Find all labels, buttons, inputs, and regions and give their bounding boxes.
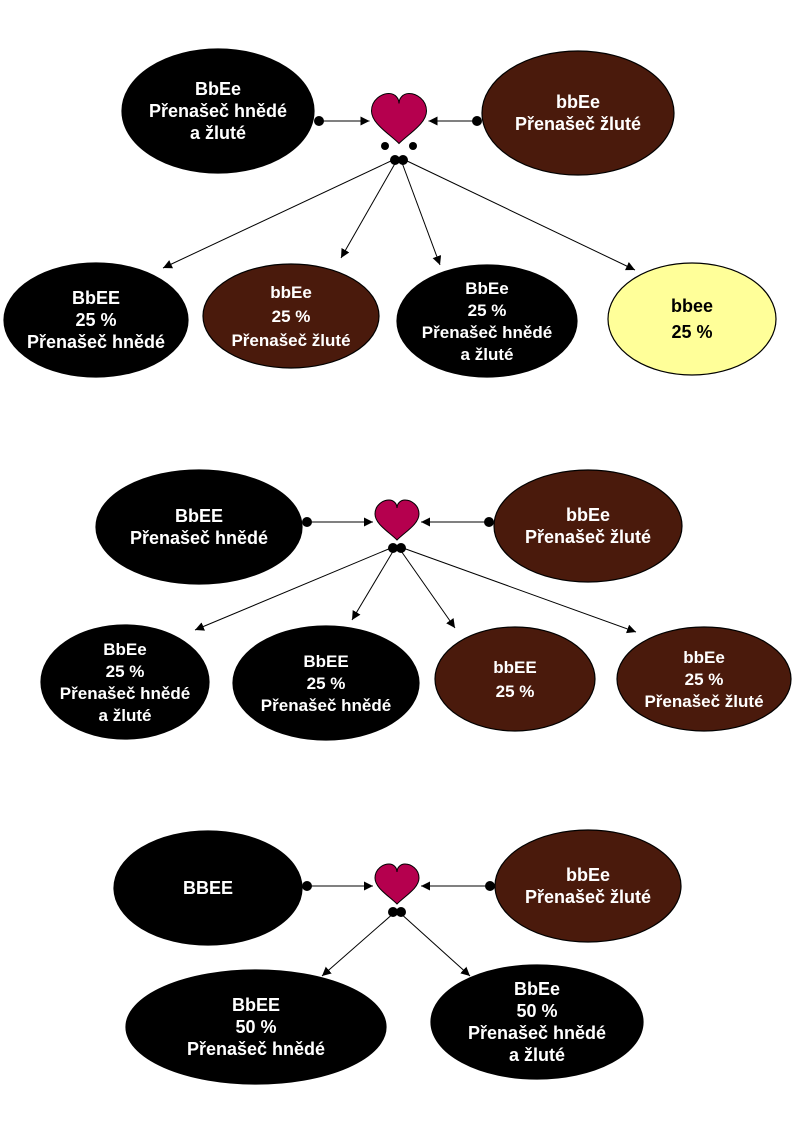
genotype-detail: 25 % — [75, 310, 116, 330]
hub-dot — [398, 155, 408, 165]
hub-dot — [409, 142, 417, 150]
genotype-detail: Přenašeč hnědé — [149, 101, 287, 121]
genotype-label: BbEe — [195, 79, 241, 99]
hub-dot — [396, 543, 406, 553]
heart-icon — [374, 499, 420, 541]
genotype-detail: a žluté — [509, 1045, 565, 1065]
edges-layer — [162, 116, 637, 977]
heart-icon — [374, 863, 420, 905]
genotype-label: BbEE — [232, 995, 280, 1015]
hub-dot — [388, 543, 398, 553]
offspring-arrow — [398, 911, 471, 977]
genotype-detail: Přenašeč žluté — [525, 527, 651, 547]
genotype-ellipse — [232, 625, 420, 741]
genotype-node-c3-p1: BBEE — [113, 830, 303, 946]
offspring-arrow — [194, 547, 392, 631]
genotype-node-c1-k4: bbee 25 % — [607, 262, 777, 376]
hub-dot — [381, 142, 389, 150]
genotype-ellipse — [494, 829, 682, 943]
genotype-detail: 25 % — [106, 662, 145, 681]
genotype-detail: 25 % — [671, 322, 712, 342]
genotype-label: bbee — [671, 296, 713, 316]
genotype-ellipse — [3, 262, 189, 378]
offspring-arrow — [402, 547, 637, 634]
genotype-node-c2-k2: BbEE 25 % Přenašeč hnědé — [232, 625, 420, 741]
genotype-detail: Přenašeč hnědé — [422, 323, 552, 342]
genotype-node-c1-k3: BbEe 25 % Přenašeč hnědé a žluté — [396, 264, 578, 378]
offspring-arrow — [404, 159, 636, 271]
genotype-label: BbEE — [303, 652, 348, 671]
offspring-arrow — [340, 159, 398, 259]
genotype-detail: Přenašeč žluté — [644, 692, 763, 711]
genotype-detail: 50 % — [235, 1017, 276, 1037]
genotype-detail: 25 % — [496, 682, 535, 701]
genotype-ellipse — [40, 624, 210, 740]
genotype-ellipse — [430, 964, 644, 1080]
genotype-detail: 25 % — [468, 301, 507, 320]
offspring-arrow — [398, 547, 456, 629]
genotype-detail: 50 % — [516, 1001, 557, 1021]
genotype-ellipse — [125, 969, 387, 1085]
genotype-node-c1-k2: bbEe 25 % Přenašeč žluté — [202, 263, 380, 369]
genotype-ellipse — [493, 469, 683, 583]
genotype-ellipse — [607, 262, 777, 376]
hub-dot — [388, 907, 398, 917]
hub-dot — [396, 907, 406, 917]
genotype-detail: Přenašeč žluté — [515, 114, 641, 134]
genotype-ellipse — [481, 50, 675, 176]
offspring-arrow — [321, 911, 396, 977]
genotype-label: BbEe — [465, 279, 508, 298]
hub-dot — [390, 155, 400, 165]
genotype-detail: Přenašeč hnědé — [261, 696, 391, 715]
genotype-ellipse — [434, 626, 596, 732]
genotype-ellipse — [95, 469, 303, 585]
genotype-detail: 25 % — [307, 674, 346, 693]
genotype-detail: a žluté — [461, 345, 514, 364]
genotype-detail: Přenašeč žluté — [525, 887, 651, 907]
genotype-label: bbEe — [556, 92, 600, 112]
genotype-detail: 25 % — [685, 670, 724, 689]
offspring-arrow — [400, 159, 442, 266]
genotype-label: BBEE — [183, 878, 233, 898]
genotype-detail: Přenašeč hnědé — [468, 1023, 606, 1043]
genotype-label: BbEe — [514, 979, 560, 999]
genotype-ellipse — [616, 626, 792, 732]
genotype-node-c2-k4: bbEe 25 % Přenašeč žluté — [616, 626, 792, 732]
genotype-label: bbEE — [493, 658, 536, 677]
genotype-label: BbEE — [175, 506, 223, 526]
genotype-node-c2-k3: bbEE 25 % — [434, 626, 596, 732]
genotype-detail: Přenašeč hnědé — [130, 528, 268, 548]
genotype-detail: 25 % — [272, 307, 311, 326]
genotype-label: BbEe — [103, 640, 146, 659]
genotype-ellipse — [396, 264, 578, 378]
genotype-label: bbEe — [566, 505, 610, 525]
heart-icon — [370, 92, 428, 145]
genotype-label: BbEE — [72, 288, 120, 308]
offspring-arrow — [351, 547, 396, 621]
genotype-detail: Přenašeč hnědé — [187, 1039, 325, 1059]
genotype-label: bbEe — [683, 648, 725, 667]
genotype-label: bbEe — [270, 283, 312, 302]
genotype-detail: Přenašeč žluté — [231, 331, 350, 350]
genotype-ellipse — [202, 263, 380, 369]
genotype-ellipse — [121, 48, 315, 174]
genotype-node-c2-k1: BbEe 25 % Přenašeč hnědé a žluté — [40, 624, 210, 740]
genotype-detail: Přenašeč hnědé — [60, 684, 190, 703]
genotype-detail: Přenašeč hnědé — [27, 332, 165, 352]
genotype-detail: a žluté — [190, 123, 246, 143]
genotype-detail: a žluté — [99, 706, 152, 725]
genotype-label: bbEe — [566, 865, 610, 885]
genotype-ellipse — [113, 830, 303, 946]
offspring-arrow — [162, 159, 394, 269]
